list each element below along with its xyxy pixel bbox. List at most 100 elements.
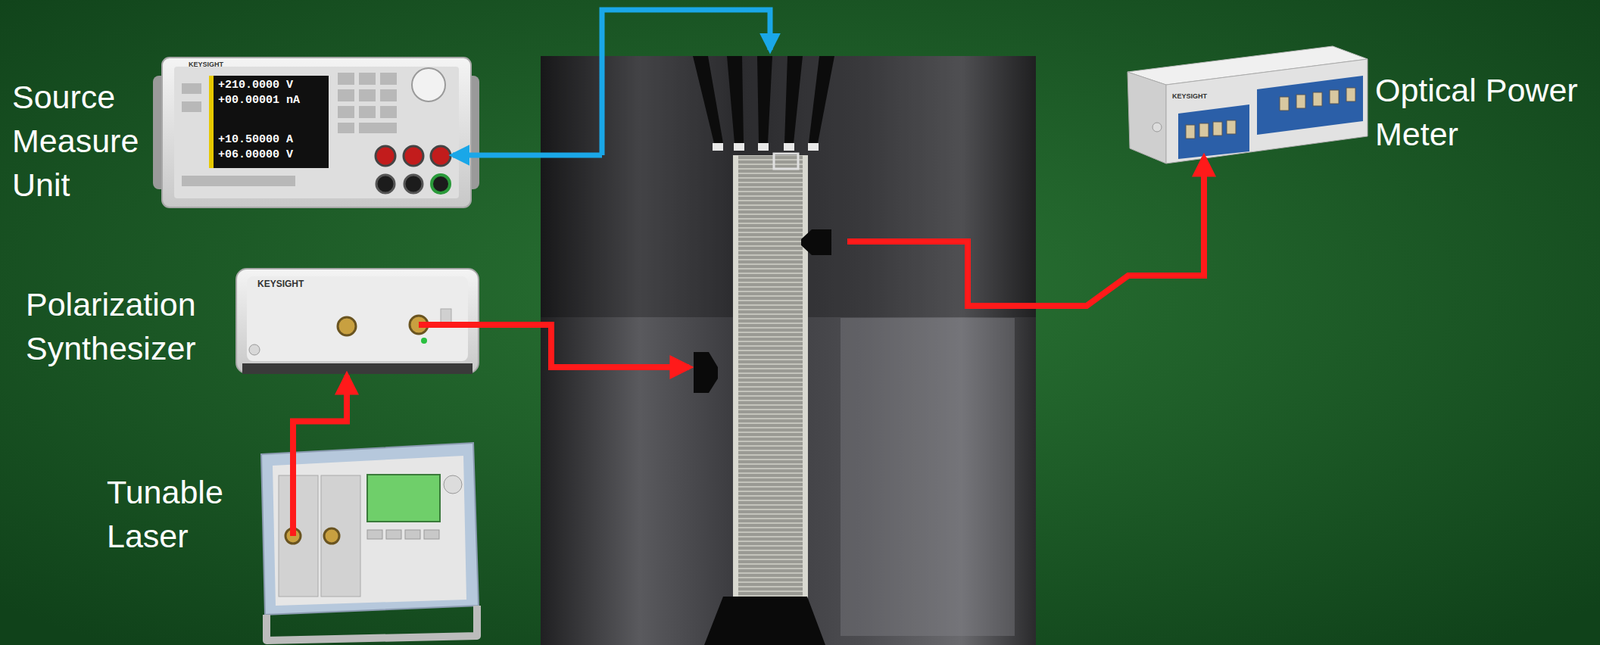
laser-module bbox=[321, 475, 361, 597]
key bbox=[386, 530, 402, 540]
soft-keys bbox=[181, 175, 296, 187]
instrument-front bbox=[1166, 59, 1368, 164]
probe-pads bbox=[712, 143, 819, 151]
probe-needles bbox=[692, 56, 835, 144]
probe-pad bbox=[733, 143, 745, 151]
key bbox=[367, 530, 383, 540]
instrument-side bbox=[1127, 71, 1167, 164]
probe-pad bbox=[807, 143, 819, 151]
bottom-probe bbox=[704, 596, 826, 645]
rotary-knob bbox=[411, 68, 446, 102]
electrical-wire bbox=[452, 152, 602, 159]
keypad bbox=[367, 530, 440, 540]
chip-area bbox=[540, 56, 1036, 645]
sensor-port bbox=[1185, 124, 1195, 139]
key bbox=[424, 530, 440, 540]
sensor-port bbox=[1313, 92, 1323, 107]
probe-needle bbox=[757, 56, 773, 144]
waveguide-edge bbox=[732, 155, 739, 614]
source-measure-unit-drawing bbox=[152, 57, 480, 208]
sensor-ports bbox=[1185, 87, 1356, 139]
tunable-laser-drawing bbox=[261, 442, 479, 641]
terminal-red bbox=[430, 146, 451, 166]
key bbox=[181, 83, 202, 94]
waveguide-edge bbox=[802, 155, 808, 614]
probe-needle bbox=[726, 56, 744, 144]
sensor-module bbox=[1178, 104, 1250, 160]
optical-fiber bbox=[418, 324, 690, 368]
brand-name: KEYSIGHT bbox=[1172, 92, 1208, 100]
output-fiber-coupler bbox=[801, 229, 832, 256]
carry-handle bbox=[266, 605, 478, 641]
terminal-red bbox=[403, 146, 424, 166]
display-reading: +06.00000 V bbox=[218, 148, 294, 162]
key bbox=[380, 106, 397, 119]
probe-needle bbox=[808, 56, 835, 144]
laser-display bbox=[367, 474, 440, 522]
instrument-node: Optical Power Meter bbox=[1127, 46, 1595, 164]
instrument-label: Optical Power Meter bbox=[1375, 68, 1595, 156]
optical-power-meter-drawing bbox=[1127, 46, 1368, 164]
power-button bbox=[249, 344, 260, 356]
rotary-knob bbox=[443, 475, 462, 494]
sensor-module bbox=[1256, 75, 1363, 135]
front-panel bbox=[174, 66, 459, 199]
display-marker bbox=[208, 75, 214, 169]
terminal-ground bbox=[431, 174, 450, 194]
terminal-black bbox=[376, 174, 395, 194]
instrument-base bbox=[242, 363, 473, 375]
front-panel bbox=[272, 455, 467, 606]
sensor-port bbox=[1279, 96, 1289, 111]
instrument-body bbox=[162, 57, 471, 208]
brand-name: KEYSIGHT bbox=[257, 278, 304, 290]
waveguide-strip bbox=[738, 155, 803, 614]
input-connector bbox=[337, 317, 356, 336]
instrument-label: Source Measure Unit bbox=[12, 74, 156, 207]
laser-module bbox=[278, 475, 319, 597]
sensor-port bbox=[1346, 87, 1356, 102]
key bbox=[337, 72, 355, 85]
sensor-port bbox=[1226, 120, 1236, 135]
polarization-synthesizer-drawing bbox=[236, 268, 479, 375]
laser-port bbox=[324, 528, 340, 544]
display-reading: +00.00001 nA bbox=[218, 93, 300, 107]
terminal-black bbox=[404, 174, 423, 194]
key bbox=[358, 72, 376, 85]
sensor-port bbox=[1329, 90, 1339, 104]
chip-blur-region bbox=[840, 318, 1015, 637]
optical-fiber bbox=[293, 375, 347, 450]
instrument-node: Polarization Synthesizer bbox=[25, 267, 480, 376]
sensor-port bbox=[1213, 121, 1223, 136]
key bbox=[181, 101, 202, 113]
chip-micrograph bbox=[540, 56, 1036, 645]
key bbox=[358, 122, 397, 134]
display-reading: +210.0000 V bbox=[218, 78, 294, 92]
sensor-port bbox=[1296, 94, 1306, 109]
key bbox=[337, 89, 355, 102]
key bbox=[405, 530, 421, 540]
brand-name: KEYSIGHT bbox=[188, 60, 224, 69]
sensor-port bbox=[1199, 123, 1209, 138]
probe-frame bbox=[773, 153, 799, 169]
instrument-label: Tunable Laser bbox=[106, 470, 240, 559]
key bbox=[358, 106, 376, 119]
instrument-node: Tunable Laser bbox=[106, 449, 480, 615]
key bbox=[380, 72, 397, 85]
key bbox=[380, 89, 397, 102]
optical-fiber bbox=[847, 157, 1204, 306]
keypad bbox=[181, 72, 397, 187]
probe-needle bbox=[692, 56, 724, 144]
status-led bbox=[421, 337, 428, 344]
probe-needle bbox=[784, 56, 803, 144]
display-screen bbox=[208, 75, 329, 169]
electrical-wire bbox=[601, 9, 771, 156]
key bbox=[358, 89, 376, 102]
input-fiber-coupler bbox=[693, 352, 718, 393]
probe-pad bbox=[783, 143, 795, 151]
power-button bbox=[1152, 122, 1162, 132]
key bbox=[337, 106, 355, 119]
front-panel bbox=[246, 276, 468, 362]
